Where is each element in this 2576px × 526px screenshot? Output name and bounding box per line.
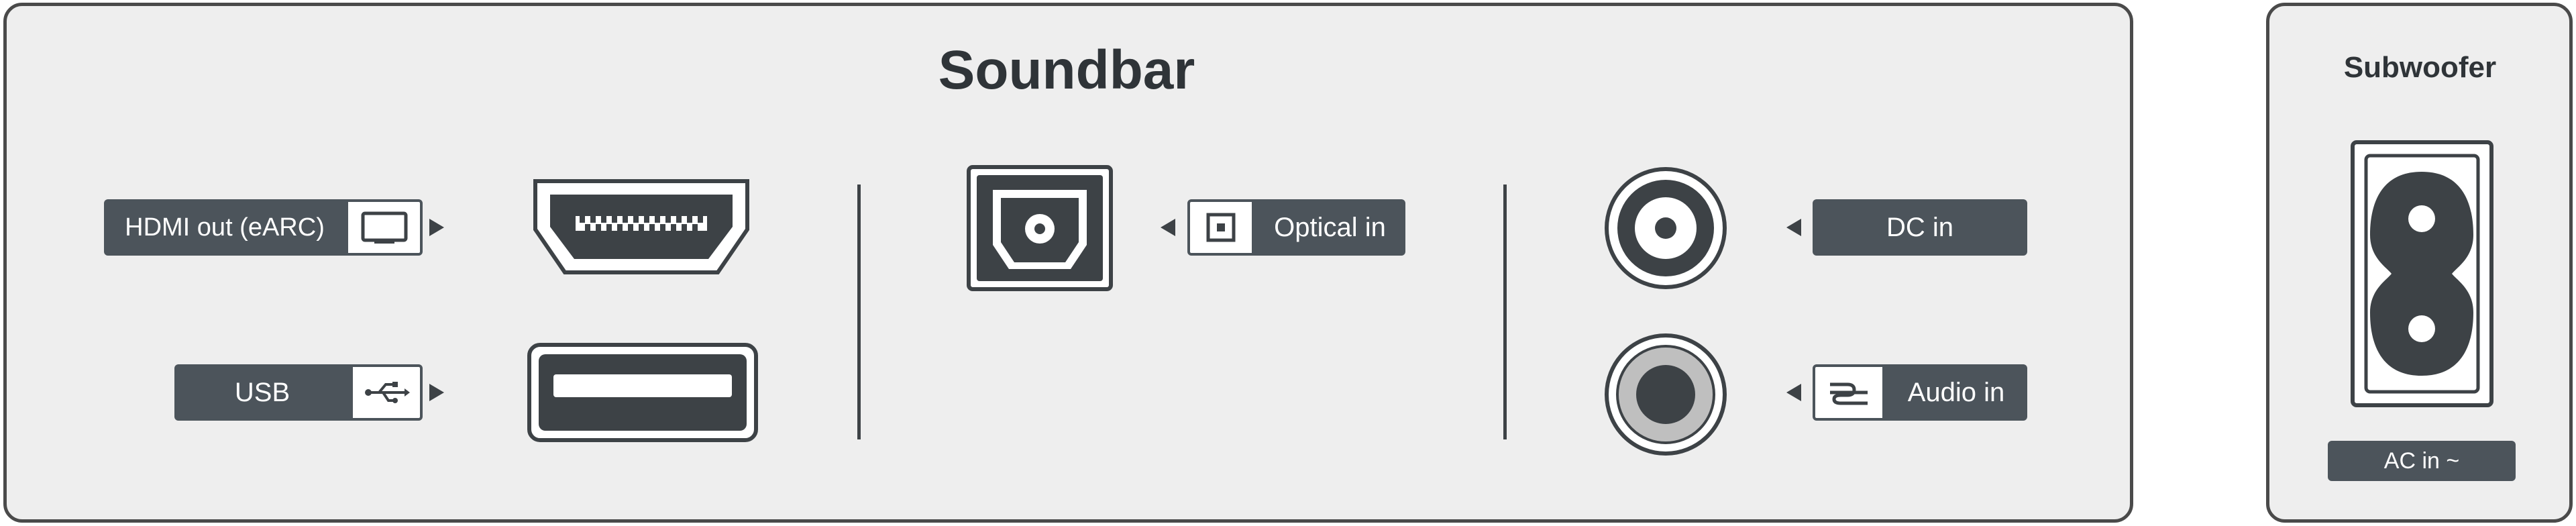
audio-in-arrow [1786, 384, 1801, 401]
audio-in-label: Audio in [1813, 364, 2027, 421]
hdmi-port [533, 179, 749, 274]
optical-in-label-text: Optical in [1254, 199, 1405, 256]
optical-arrow [1161, 219, 1175, 236]
dc-in-port [1605, 167, 1727, 289]
usb-arrow [429, 384, 444, 401]
dc-in-arrow [1786, 219, 1801, 236]
dc-in-label-text: DC in [1813, 199, 2027, 256]
ac-in-port [2351, 140, 2493, 407]
usb-label-text: USB [174, 364, 350, 421]
hdmi-out-label: HDMI out (eARC) [104, 199, 423, 256]
usb-port [527, 343, 758, 442]
optical-port [967, 165, 1113, 291]
ac-in-label-text: AC in ~ [2328, 441, 2516, 481]
ac-in-label: AC in ~ [2328, 441, 2516, 481]
audio-in-label-text: Audio in [1885, 364, 2027, 421]
dc-in-label: DC in [1813, 199, 2027, 256]
usb-label: USB [174, 364, 423, 421]
hdmi-arrow [429, 219, 444, 236]
divider-left [857, 185, 861, 439]
audio-cable-icon [1813, 364, 1885, 421]
tv-icon [345, 199, 423, 256]
divider-right [1503, 185, 1507, 439]
optical-icon [1187, 199, 1254, 256]
optical-in-label: Optical in [1187, 199, 1405, 256]
audio-in-port [1605, 333, 1727, 456]
soundbar-title: Soundbar [938, 40, 1195, 101]
subwoofer-title: Subwoofer [2343, 51, 2497, 84]
usb-icon [350, 364, 423, 421]
hdmi-out-label-text: HDMI out (eARC) [104, 199, 345, 256]
